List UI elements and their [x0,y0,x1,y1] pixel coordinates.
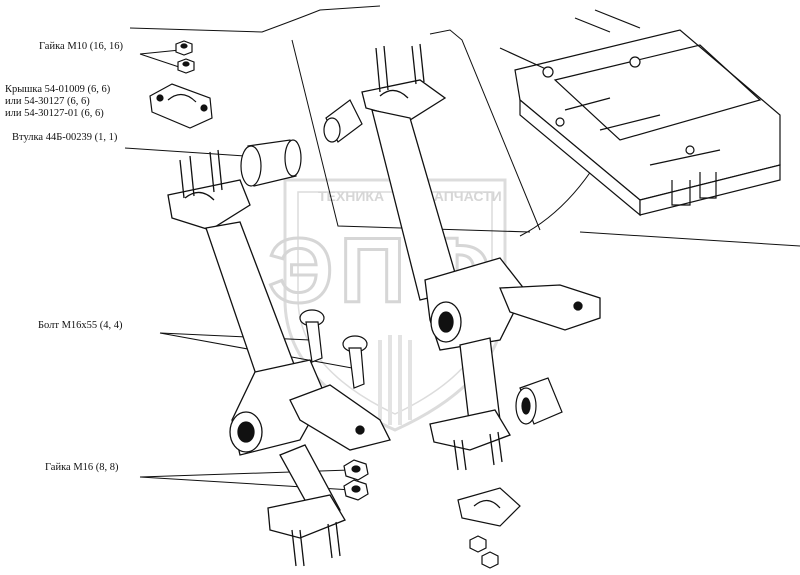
right-bracket [361,43,601,471]
watermark-brand-left: ТЕХНИКА [318,188,384,204]
nut-small-bottom-icon [469,535,487,553]
label-cover-line3: или 54-30127-01 (6, 6) [5,108,104,119]
nut-m10-lower-icon [177,58,195,74]
label-nut-m10: Гайка М10 (16, 16) [39,41,124,52]
label-bolt: Болт М16х55 (4, 4) [38,320,123,331]
bearing-cover-icon [149,83,213,129]
watermark-brand-right: ЗАПЧАСТИ [425,188,502,204]
label-cover-line1: Крышка 54-01009 (6, 6) [5,84,111,95]
nut-m10-upper-icon [175,40,193,56]
bushing-icon [240,139,302,187]
bushing-lower-icon [515,377,563,425]
nut-small-bottom-2-icon [481,551,499,569]
watermark-shield-stripes-icon [378,335,412,425]
nut-m16-lower-icon [343,479,369,501]
label-cover-line2: или 54-30127 (6, 6) [5,96,90,107]
bushing-upper-icon [323,99,363,143]
left-bracket [167,149,391,567]
cover-lower-icon [457,487,521,527]
bolt-right-icon [342,335,368,389]
bolt-left-icon [299,309,325,363]
frame-assembly [499,9,781,217]
nut-m16-upper-icon [343,459,369,481]
label-nut-m16: Гайка М16 (8, 8) [45,462,119,473]
label-bushing: Втулка 44Б-00239 (1, 1) [12,132,118,143]
